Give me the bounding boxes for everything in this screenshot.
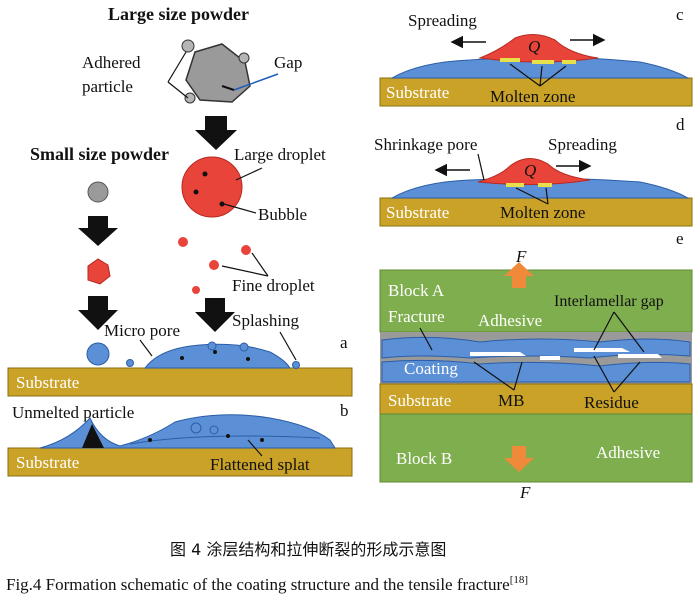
adhesive-bottom-label: Adhesive [596, 443, 660, 462]
q-c-label: Q [528, 37, 540, 56]
interlamellar-label: Interlamellar gap [554, 293, 664, 310]
substrate-c-label: Substrate [386, 83, 449, 102]
panel-a: Large size powder Adhered particle Gap S… [7, 4, 353, 397]
unmelted-label: Unmelted particle [12, 403, 134, 422]
force-arrow-up-icon [504, 262, 534, 288]
micro-pore-label: Micro pore [104, 321, 180, 340]
adhered-label-2: particle [82, 77, 133, 96]
adhered-label-1: Adhered [82, 53, 141, 72]
caption-cn: 图 4 涂层结构和拉伸断裂的形成示意图 [170, 540, 446, 559]
spreading-c-label: Spreading [408, 11, 477, 30]
small-powder-particle [87, 181, 109, 203]
large-droplet [181, 156, 243, 218]
panel-b: Unmelted particle Substrate Flattened sp… [7, 401, 353, 477]
block-b-label: Block B [396, 449, 452, 468]
panel-c-letter: c [676, 5, 684, 24]
caption-en-text: Fig.4 Formation schematic of the coating… [6, 575, 510, 594]
small-droplet [87, 258, 111, 285]
q-d-label: Q [524, 161, 536, 180]
fine-droplet [178, 237, 188, 247]
splat-small [86, 342, 110, 366]
splat-large [143, 343, 291, 369]
panel-e-letter: e [676, 229, 684, 248]
fracture-label: Fracture [388, 307, 445, 326]
large-droplet-label: Large droplet [234, 145, 326, 164]
molten-c-label: Molten zone [490, 87, 575, 106]
panel-c: Spreading Q Substrate Molten zone c [379, 5, 693, 107]
flattened-label: Flattened splat [210, 455, 310, 474]
large-powder-title: Large size powder [108, 4, 249, 24]
force-bottom-label: F [519, 483, 531, 502]
panel-d: Shrinkage pore Spreading Q Substrate Mol… [374, 115, 693, 227]
down-arrow-icon [195, 298, 235, 332]
substrate-a [7, 367, 353, 397]
coating-label: Coating [404, 359, 458, 378]
large-powder-particle [181, 39, 251, 104]
panel-e: e F F Block A Adhesive Interlamellar gap… [379, 229, 693, 502]
caption-en: Fig.4 Formation schematic of the coating… [6, 574, 528, 594]
panel-b-letter: b [340, 401, 349, 420]
mb-label: MB [498, 391, 524, 410]
substrate-d [379, 197, 693, 227]
adhesive-top-label: Adhesive [478, 311, 542, 330]
molten-d-label: Molten zone [500, 203, 585, 222]
caption-ref: [18] [510, 574, 528, 586]
residue-label: Residue [584, 393, 639, 412]
bubble-label: Bubble [258, 205, 307, 224]
spreading-d-label: Spreading [548, 135, 617, 154]
panel-a-letter: a [340, 333, 348, 352]
block-a-label: Block A [388, 281, 445, 300]
down-arrow-icon [78, 216, 118, 246]
unmelted-particle [82, 424, 104, 448]
down-arrow-icon [195, 116, 237, 150]
substrate-d-label: Substrate [386, 203, 449, 222]
adhered-particle-mark [181, 39, 195, 53]
panel-d-letter: d [676, 115, 685, 134]
gap-label: Gap [274, 53, 302, 72]
small-powder-title: Small size powder [30, 144, 169, 164]
down-arrow-icon [78, 296, 118, 330]
force-top-label: F [515, 247, 527, 266]
substrate-a-label: Substrate [16, 373, 79, 392]
fine-droplet-label: Fine droplet [232, 276, 315, 295]
substrate-e-label: Substrate [388, 391, 451, 410]
substrate-b-label: Substrate [16, 453, 79, 472]
substrate-e [379, 383, 693, 415]
block-b [379, 413, 693, 483]
substrate-b [7, 447, 353, 477]
shrinkage-label: Shrinkage pore [374, 135, 477, 154]
splashing-label: Splashing [232, 311, 300, 330]
force-arrow-down-icon [504, 446, 534, 472]
